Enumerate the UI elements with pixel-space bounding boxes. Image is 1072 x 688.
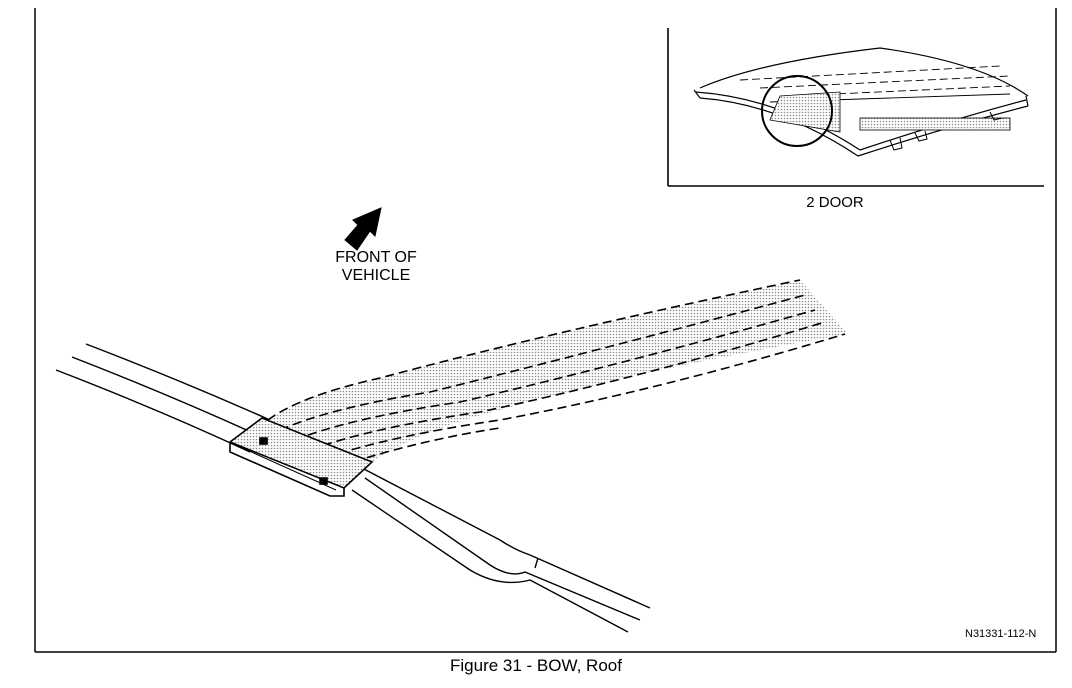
front-of-vehicle-line1: FRONT OF xyxy=(335,249,417,266)
inset-roof-drawing xyxy=(693,47,1029,157)
figure-caption: Figure 31 - BOW, Roof xyxy=(450,656,622,675)
roof-rail xyxy=(55,343,651,633)
bow-bracket xyxy=(228,417,374,497)
roof-bow xyxy=(267,279,848,467)
inset-caption: 2 DOOR xyxy=(806,194,864,211)
inset-frame xyxy=(667,28,1044,187)
arrow-icon xyxy=(344,207,382,251)
figure-border xyxy=(34,8,1057,653)
part-number: N31331-112-N xyxy=(965,628,1037,640)
front-of-vehicle-line2: VEHICLE xyxy=(341,267,411,284)
front-of-vehicle-label: FRONT OF VEHICLE xyxy=(316,249,436,285)
